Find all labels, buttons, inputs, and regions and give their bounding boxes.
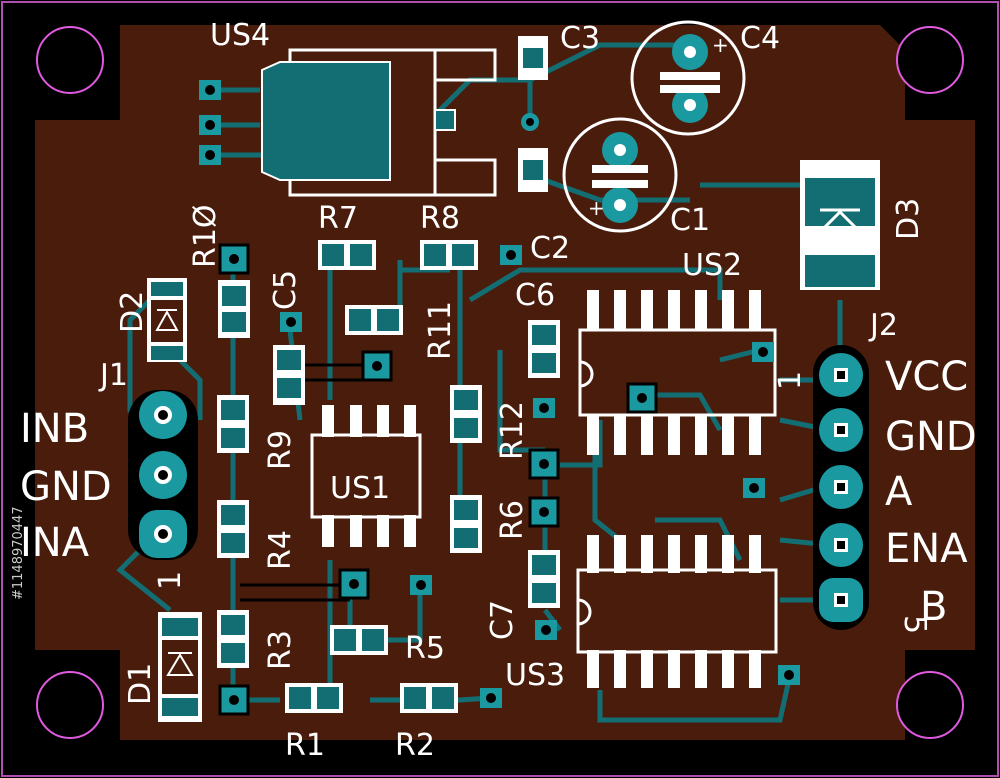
us2-chip [578,290,777,498]
label-r5: R5 [405,631,445,666]
d1-diode [158,612,202,722]
j2-pin-gnd: GND [885,414,977,460]
c7-capacitor [528,550,560,640]
mounting-holes [36,26,964,739]
c1-capacitor: + [562,117,678,233]
label-r6: R6 [495,500,530,540]
label-r12: R12 [495,401,530,460]
r11-resistor [345,305,403,382]
label-c1: C1 [670,203,710,238]
c6-capacitor [528,320,560,378]
us3-chip [576,535,800,688]
svg-text:+: + [588,196,605,220]
d2-diode [147,278,187,362]
label-d1: D1 [123,663,158,705]
label-d2: D2 [115,291,150,333]
stock-id-watermark: #1148970447 [11,506,26,600]
label-d3: D3 [891,198,926,240]
label-r8: R8 [420,201,460,236]
c5-capacitor [273,312,305,405]
j2-pin-vcc: VCC [885,354,968,400]
j1-pin-labels: INB GND INA [20,406,112,566]
j2-header [813,345,869,630]
label-c3: C3 [560,21,600,56]
d3-diode [800,160,880,290]
label-us4: US4 [210,18,270,53]
label-c7: C7 [485,600,520,640]
label-r11: R11 [423,301,458,360]
c3-capacitor [518,36,548,192]
j2-pin-b: B [920,584,947,630]
r1-resistor [285,683,343,713]
label-c4: C4 [740,21,780,56]
r3-resistor [217,610,250,716]
label-r2: R2 [395,728,435,763]
label-c5: C5 [268,270,303,310]
j1-pin1-marker: 1 [153,571,188,590]
label-us2: US2 [682,248,742,283]
j2-pin5-marker: 5 [897,615,932,634]
label-c2: C2 [530,231,570,266]
j2-pin-labels: VCC GND A ENA B [885,354,977,630]
us4-regulator [199,48,497,197]
label-r9: R9 [263,430,298,470]
r8-resistor [420,240,478,270]
r6-resistor [450,398,560,553]
r5-resistor [330,625,388,655]
j1-pin-inb: INB [20,406,89,452]
label-us3: US3 [505,658,565,693]
j1-pin-gnd: GND [20,464,112,510]
j2-pin-ena: ENA [885,526,968,572]
r4-resistor [217,500,249,558]
board-substrate [35,25,975,740]
r9-resistor [217,395,249,453]
label-r10: R1Ø [188,204,223,268]
label-us1: US1 [330,471,390,506]
r7-resistor [318,240,376,270]
label-j1: J1 [98,358,128,393]
label-r4: R4 [263,530,298,570]
us2-pin1-marker: 1 [773,371,808,390]
c4-capacitor: + [630,20,746,136]
r2-resistor [400,683,502,713]
c2-via [500,245,522,265]
us1-chip [310,405,432,600]
r12-resistor [450,385,482,443]
j1-pin-ina: INA [20,520,90,566]
j2-pin-a: A [885,469,913,515]
label-r7: R7 [318,201,358,236]
label-r1: R1 [285,728,325,763]
silkscreen-labels: US4 C3 C4 C1 R7 R8 C2 US2 C6 J1 J2 US1 U… [98,18,932,763]
label-j2: J2 [868,308,898,343]
svg-text:+: + [712,33,729,57]
label-c6: C6 [515,278,555,313]
j1-header [128,390,198,560]
r10-resistor [218,243,250,338]
label-r3: R3 [263,630,298,670]
